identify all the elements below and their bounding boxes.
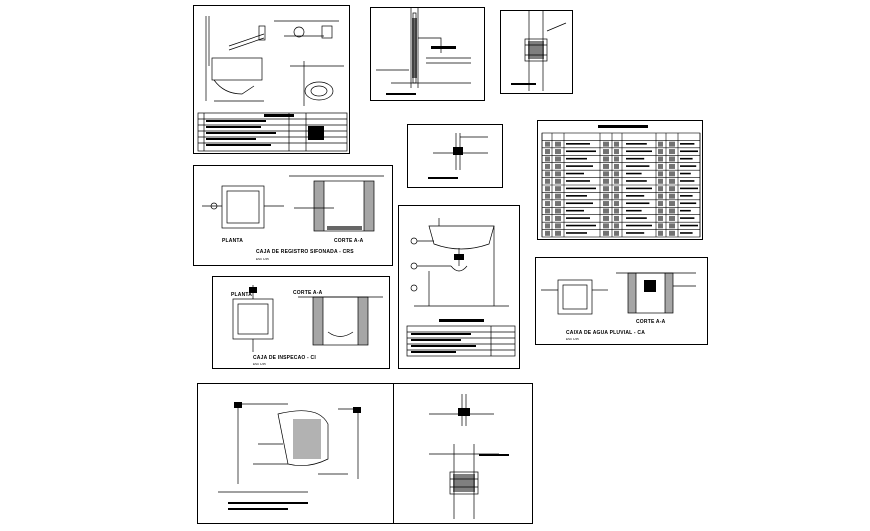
sheet-caja-limpieza: PLANTA CORTE A-A CAJA DE INSPECAO - CI E… xyxy=(212,276,390,369)
caja-registro-section-label: CORTE A-A xyxy=(334,238,364,244)
caja-registro-drawing xyxy=(202,175,384,232)
sheet-washbasin-detail xyxy=(398,205,520,369)
legend-table-drawing xyxy=(541,125,701,238)
sheet-caja-pluvial: CORTE A-A CAIXA DE AGUA PLUVIAL - CA ESC… xyxy=(535,257,708,345)
caja-pluvial-title: CAIXA DE AGUA PLUVIAL - CA xyxy=(566,330,645,336)
caja-registro-plan-label: PLANTA xyxy=(222,238,244,244)
toilet-detail-drawing xyxy=(197,16,348,152)
caja-pluvial-drawing xyxy=(541,272,696,315)
sheet-caja-registro: PLANTA CORTE A-A CAJA DE REGISTRO SIFONA… xyxy=(193,165,393,266)
toilet-pipe-drawing xyxy=(218,402,361,510)
caja-pluvial-section-label: CORTE A-A xyxy=(636,319,666,325)
washbasin-drawing xyxy=(406,218,516,357)
caja-registro-title: CAJA DE REGISTRO SIFONADA - CRS xyxy=(256,249,354,255)
wall-pipe-bottom-drawing xyxy=(429,394,509,519)
wall-pipe-drawing xyxy=(376,8,471,95)
sheet-wall-pipe-detail xyxy=(370,7,485,101)
caja-pluvial-scale: ESC 1/25 xyxy=(566,337,579,341)
caja-limpieza-scale: ESC 1/25 xyxy=(253,362,266,366)
sheet-pipe-fitting xyxy=(500,10,573,94)
caja-limpieza-plan-label: PLANTA xyxy=(231,292,253,298)
sheet-legend-table xyxy=(537,120,703,240)
pipe-fitting-drawing xyxy=(511,11,567,91)
caja-registro-scale: ESC 1/25 xyxy=(256,257,269,261)
sheet-wall-detail-small xyxy=(407,124,503,188)
sheet-toilet-detail xyxy=(193,5,350,154)
wall-detail-drawing xyxy=(428,133,488,179)
sheet-toilet-pipe-detail xyxy=(197,383,395,524)
sheet-wall-pipe-detail-bottom xyxy=(393,383,533,524)
caja-limpieza-section-label: CORTE A-A xyxy=(293,290,323,296)
caja-limpieza-title: CAJA DE INSPECAO - CI xyxy=(253,355,316,361)
caja-limpieza-drawing xyxy=(232,285,383,352)
